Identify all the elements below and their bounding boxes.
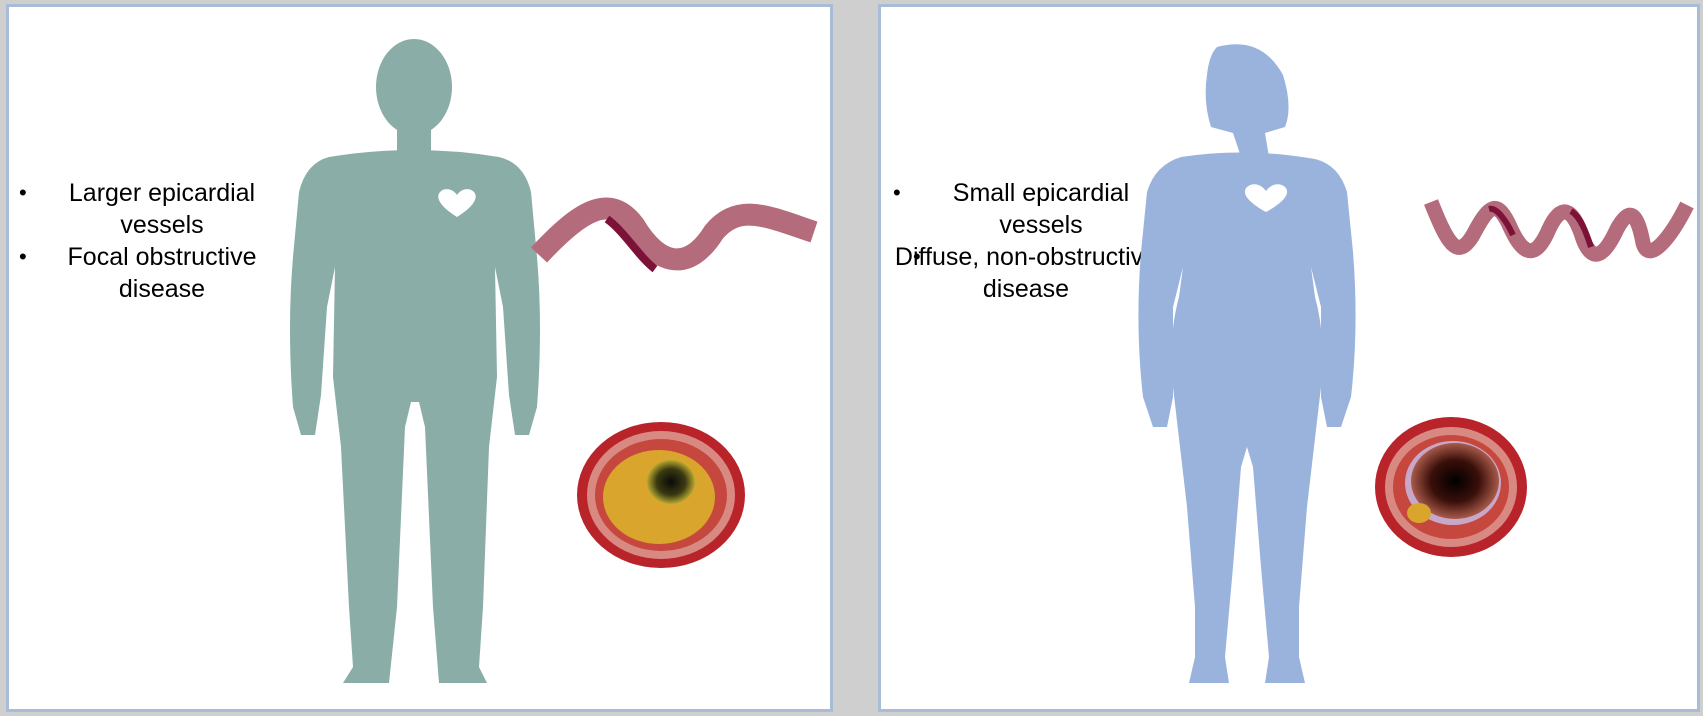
female-illustration (881, 7, 1700, 712)
right-panel: Small epicardial vessels Diffuse, non-ob… (878, 4, 1700, 712)
artery-cross-section-diffuse (1375, 417, 1527, 557)
artery-cross-section-focal-plaque (577, 422, 745, 568)
female-silhouette (1138, 44, 1355, 683)
large-vessel-wave (539, 209, 814, 269)
small-vessel-wave (1431, 202, 1687, 254)
male-silhouette (290, 39, 540, 683)
left-panel: Larger epicardial vessels Focal obstruct… (6, 4, 833, 712)
male-illustration (9, 7, 833, 712)
